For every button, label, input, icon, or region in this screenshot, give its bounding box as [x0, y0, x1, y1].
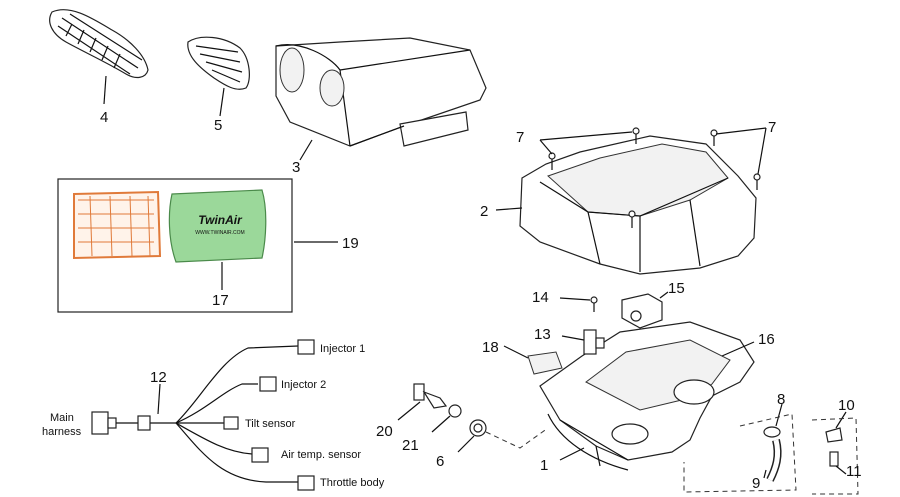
bolt-right1 [710, 129, 718, 146]
part-15-sensor-bracket [621, 291, 669, 329]
part-6-grommet [457, 419, 487, 453]
callout-11: 11 [846, 463, 862, 480]
part-16-airbox-base [539, 321, 755, 467]
callout-2: 2 [480, 203, 488, 220]
tilt-connector [223, 416, 239, 430]
callout-5: 5 [214, 117, 222, 134]
callout-16: 16 [758, 331, 775, 348]
part-17-filter-foam: TwinAir WWW.TWINAIR.COM [168, 189, 267, 263]
callout-21: 21 [402, 437, 419, 454]
filter-brand-text: TwinAir [198, 213, 243, 227]
label-throttle-body: Throttle body [320, 477, 385, 489]
callout-19: 19 [342, 235, 359, 252]
callout-18: 18 [482, 339, 499, 356]
callout-3: 3 [292, 159, 300, 176]
part-14-bolt [559, 296, 598, 312]
main-connector [91, 411, 109, 435]
airtemp-connector [251, 447, 269, 463]
label-injector-1: Injector 1 [320, 343, 365, 355]
callout-4: 4 [100, 109, 108, 126]
part-20-temp-sensor [397, 383, 448, 421]
callout-13: 13 [534, 326, 551, 343]
part-3-airbox-cover [275, 37, 487, 161]
part-11-drain [829, 451, 847, 475]
part-12-wiring-harness [91, 339, 315, 491]
callout-8: 8 [777, 391, 785, 408]
callout-14: 14 [532, 289, 549, 306]
part-9-hose [763, 439, 782, 482]
callout-7-right: 7 [768, 119, 776, 136]
filter-kit-box: TwinAir WWW.TWINAIR.COM [57, 178, 338, 313]
bolt-center [632, 127, 640, 144]
part-21-washer [431, 404, 462, 433]
label-injector-2: Injector 2 [281, 379, 326, 391]
callout-20: 20 [376, 423, 393, 440]
part-18-foam-block [503, 345, 563, 375]
callout-17: 17 [212, 292, 229, 309]
injector1-connector [297, 339, 315, 355]
part-2-airbox-housing [495, 135, 757, 275]
label-main-harness-1: Main [50, 412, 74, 424]
callout-6: 6 [436, 453, 444, 470]
part-4-intake-snorkel [49, 9, 149, 105]
injector2-connector [259, 376, 277, 392]
bolt-left [548, 152, 556, 170]
part-13-sensor [561, 329, 605, 355]
callout-7-left: 7 [516, 129, 524, 146]
callout-1: 1 [540, 457, 548, 474]
callout-9: 9 [752, 475, 760, 492]
filter-url-text: WWW.TWINAIR.COM [195, 230, 244, 236]
label-air-temp-sensor: Air temp. sensor [281, 449, 361, 461]
part-8-clamp [763, 403, 783, 438]
part-1-tray-lower [547, 413, 629, 471]
part-5-intake-grille [187, 36, 250, 117]
throttle-connector [297, 475, 315, 491]
bolt-lower [628, 210, 636, 228]
label-main-harness-2: harness [42, 426, 82, 438]
bolt-right2 [753, 173, 761, 190]
callout-10: 10 [838, 397, 855, 414]
label-tilt-sensor: Tilt sensor [245, 418, 296, 430]
callout-15: 15 [668, 280, 685, 297]
callout-numbers: 4 5 3 7 7 2 19 17 14 15 13 16 18 12 8 10… [100, 109, 862, 492]
part-10-clip [825, 411, 847, 443]
part-filter-cage [73, 190, 162, 260]
callout-12: 12 [150, 369, 167, 386]
part-7-bolts [539, 127, 767, 228]
